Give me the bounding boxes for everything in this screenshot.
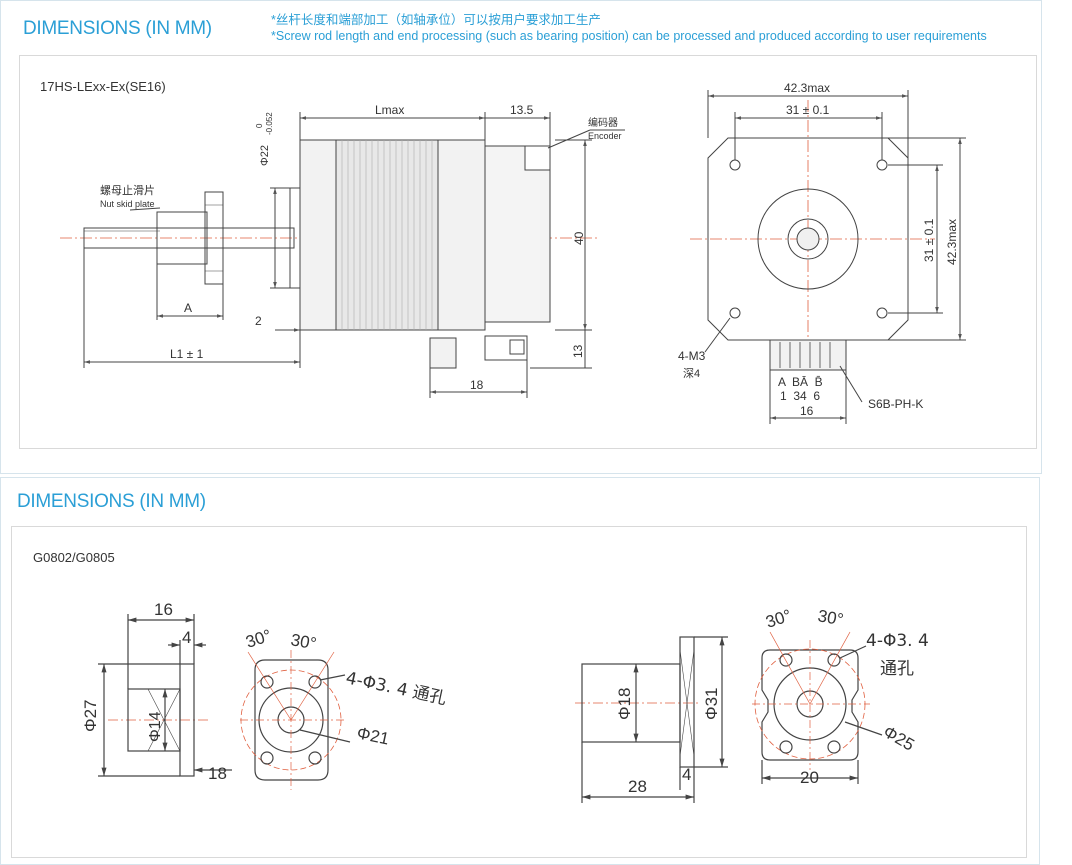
nut2-dim-20: 20	[800, 768, 819, 787]
nut1-dim-4: 4	[182, 628, 191, 647]
nut2-side	[575, 636, 728, 803]
dim-13-5: 13.5	[510, 103, 534, 117]
nut1-phi21: Φ21	[355, 723, 391, 748]
connector-label: S6B-PH-K	[868, 397, 923, 411]
nut2-angle-a: 30°	[763, 606, 793, 632]
dim-31-side: 31 ± 0.1	[922, 218, 936, 262]
nut-label-cn: 螺母止滑片	[100, 184, 155, 197]
dimensions-panel-motor: DIMENSIONS (IN MM) *丝杆长度和端部加工（如轴承位）可以按用户…	[0, 0, 1042, 474]
nut1-angle-b: 30°	[289, 630, 318, 653]
dim-42-3max-side: 42.3max	[945, 219, 959, 265]
dim-phi22-tol-bottom: -0.052	[265, 112, 274, 135]
dim-l1: L1 ± 1	[170, 347, 204, 361]
side-view	[60, 112, 625, 398]
nut2-dim-4: 4	[682, 765, 691, 784]
dim-42-3max-top: 42.3max	[784, 81, 830, 95]
nut1-side	[98, 614, 232, 777]
note-chinese: *丝杆长度和端部加工（如轴承位）可以按用户要求加工生产	[271, 13, 601, 27]
nut1-dim-16: 16	[154, 600, 173, 619]
nut1-holes: 4-Φ3. 4 通孔	[344, 668, 448, 709]
nut2-angle-b: 30°	[816, 606, 845, 629]
dim-lmax: Lmax	[375, 103, 404, 117]
hole-label: 4-M3	[678, 349, 706, 363]
encoder-label-en: Encoder	[588, 131, 622, 141]
nut2-phi18: Φ18	[615, 688, 634, 720]
section-title: DIMENSIONS (IN MM)	[23, 18, 212, 39]
front-view	[690, 90, 966, 424]
section-title-2: DIMENSIONS (IN MM)	[17, 491, 206, 512]
nut2-through: 通孔	[880, 659, 914, 679]
nut1-phi27: Φ27	[81, 700, 100, 732]
dimensions-panel-nut: DIMENSIONS (IN MM)	[0, 477, 1040, 865]
dim-13: 13	[571, 344, 585, 358]
dim-18: 18	[470, 378, 484, 392]
encoder-label-cn: 编码器	[588, 116, 618, 129]
depth-label: 深4	[683, 367, 700, 380]
nut1-front	[240, 650, 351, 790]
pin-letters: A BĀ B̄	[778, 375, 823, 389]
nut2-phi31: Φ31	[702, 688, 721, 720]
nut2-front	[752, 631, 883, 784]
note-english: *Screw rod length and end processing (su…	[271, 29, 987, 43]
nut1-angle-a: 30°	[243, 626, 273, 652]
motor-model-label: 17HS-LExx-Ex(SE16)	[40, 79, 166, 94]
nut-label-en: Nut skid plate	[100, 199, 155, 209]
dim-16: 16	[800, 404, 814, 418]
pin-numbers: 1 34 6	[780, 389, 820, 403]
dim-phi22: Φ22	[259, 145, 271, 166]
dim-40: 40	[572, 231, 586, 245]
dim-31-top: 31 ± 0.1	[786, 103, 830, 117]
dim-2: 2	[255, 314, 262, 328]
nut2-dim-28: 28	[628, 777, 647, 796]
motor-drawing: 17HS-LExx-Ex(SE16)	[40, 79, 966, 424]
nut2-phi25: Φ25	[880, 722, 918, 755]
nut1-phi14: Φ14	[147, 711, 164, 742]
dim-a: A	[184, 301, 192, 315]
dim-phi22-tol-top: 0	[255, 123, 264, 128]
nut-model-label: G0802/G0805	[33, 550, 115, 565]
nut2-holes: 4-Φ3. 4	[866, 631, 929, 651]
nut1-dim-18: 18	[208, 764, 227, 783]
